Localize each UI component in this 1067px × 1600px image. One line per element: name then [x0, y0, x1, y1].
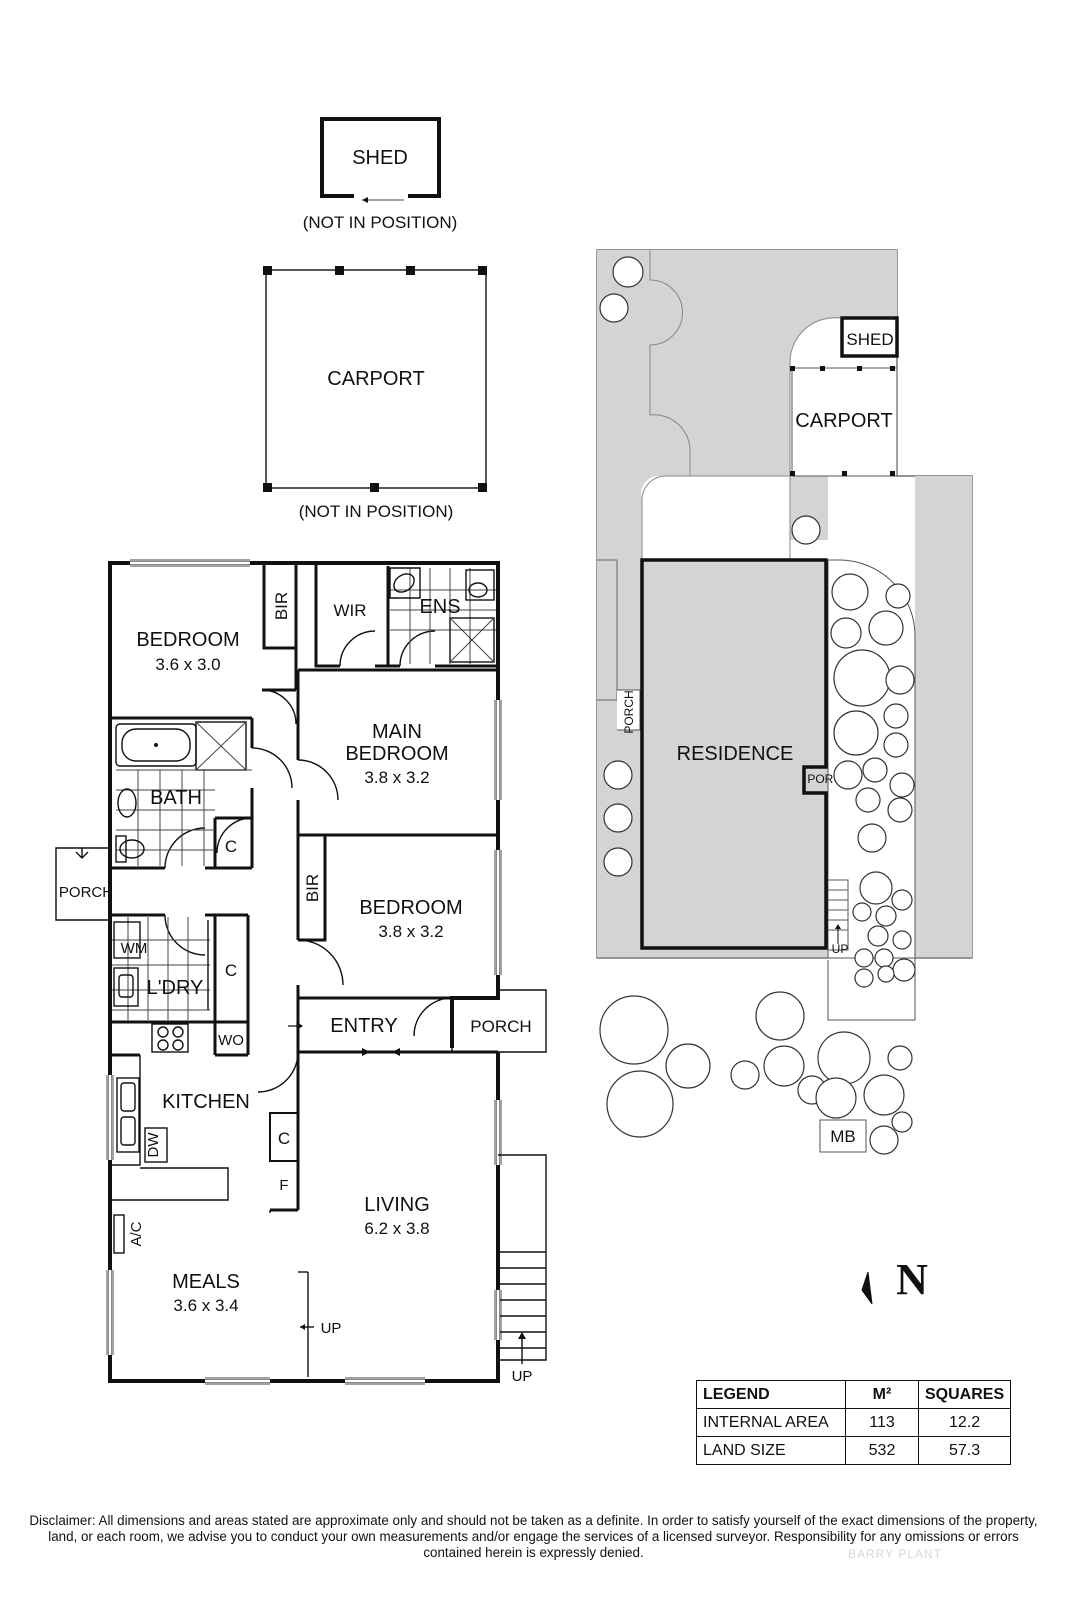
bath-cupboard-label: C: [225, 837, 237, 856]
legend-header-m2: M²: [845, 1380, 919, 1409]
site-residence-label: RESIDENCE: [677, 743, 794, 765]
laundry-cupboard-label: C: [225, 961, 237, 980]
disclaimer-text: Disclaimer: All dimensions and areas sta…: [29, 1513, 1038, 1560]
bedroom-2-size: 3.6 x 3.0: [155, 655, 220, 674]
legend-table: LEGEND M² SQUARES INTERNAL AREA 113 12.2…: [696, 1380, 1012, 1465]
bir-2-label: BIR: [303, 874, 322, 902]
bedroom-3-label: BEDROOM: [359, 897, 462, 919]
legend-row-label: LAND SIZE: [696, 1436, 846, 1465]
wo-label: WO: [218, 1032, 244, 1049]
legend-row-label: INTERNAL AREA: [696, 1408, 846, 1437]
carport-note: (NOT IN POSITION): [299, 502, 454, 521]
north-arrow-icon: N: [861, 1255, 928, 1305]
main-bedroom-size: 3.8 x 3.2: [364, 768, 429, 787]
up-stairs-label: UP: [512, 1368, 533, 1385]
room-labels: BEDROOM 3.6 x 3.0 BIR WIR ENS MAIN BEDRO…: [59, 592, 533, 1385]
north-label: N: [896, 1255, 928, 1304]
legend-row-squares: 57.3: [917, 1436, 1012, 1465]
bath-label: BATH: [150, 787, 202, 809]
porch-front-label: PORCH: [470, 1017, 531, 1036]
porch-side-label: PORCH: [59, 884, 113, 901]
site-shed-label: SHED: [846, 330, 893, 349]
tree-symbols: [599, 256, 916, 1155]
legend-header-label: LEGEND: [696, 1380, 846, 1409]
legend-header-squares: SQUARES: [917, 1380, 1012, 1409]
site-porch-side-label: PORCH: [622, 690, 636, 733]
carport-label: CARPORT: [327, 368, 424, 390]
bedroom-2-label: BEDROOM: [136, 629, 239, 651]
bedroom-3-size: 3.8 x 3.2: [378, 922, 443, 941]
entry-label: ENTRY: [330, 1015, 397, 1037]
wir-label: WIR: [333, 601, 366, 620]
kitchen-cupboard-label: C: [278, 1129, 290, 1148]
legend-row: LAND SIZE 532 57.3: [696, 1436, 1012, 1465]
bir-1-label: BIR: [272, 592, 291, 620]
main-bedroom-label-2: BEDROOM: [345, 743, 448, 765]
wm-label: WM: [121, 940, 148, 957]
kitchen-label: KITCHEN: [162, 1091, 250, 1113]
floor-plan-drawing: SHED (NOT IN POSITION) CARPORT (NOT IN P…: [55, 117, 973, 1385]
living-label: LIVING: [364, 1194, 430, 1216]
living-size: 6.2 x 3.8: [364, 1219, 429, 1238]
legend-header-row: LEGEND M² SQUARES: [696, 1380, 1012, 1409]
shed-label: SHED: [352, 147, 408, 169]
meals-size: 3.6 x 3.4: [173, 1296, 238, 1315]
ac-label: A/C: [128, 1221, 145, 1246]
site-up-label: UP: [832, 942, 849, 956]
main-bedroom-label-1: MAIN: [372, 721, 422, 743]
ens-label: ENS: [419, 596, 460, 618]
laundry-label: L'DRY: [147, 977, 204, 999]
agency-watermark: BARRY PLANT: [848, 1547, 942, 1561]
legend-row-m2: 532: [845, 1436, 919, 1465]
dw-label: DW: [145, 1132, 162, 1158]
carport-outbuilding: CARPORT (NOT IN POSITION): [263, 266, 487, 521]
legend-row-squares: 12.2: [917, 1408, 1012, 1437]
shed-note: (NOT IN POSITION): [303, 213, 458, 232]
fridge-label: F: [279, 1177, 288, 1194]
meals-label: MEALS: [172, 1271, 240, 1293]
shed-outbuilding: SHED (NOT IN POSITION): [303, 117, 458, 232]
house-walls: [55, 559, 547, 1385]
legend-row: INTERNAL AREA 113 12.2: [696, 1408, 1012, 1437]
site-carport-label: CARPORT: [795, 410, 892, 432]
legend-row-m2: 113: [845, 1408, 919, 1437]
site-plan: UP SHED CARPORT RESIDENCE PORCH PORCH MB: [596, 249, 973, 1155]
site-mb-label: MB: [830, 1127, 856, 1146]
up-meals-label: UP: [321, 1320, 342, 1337]
